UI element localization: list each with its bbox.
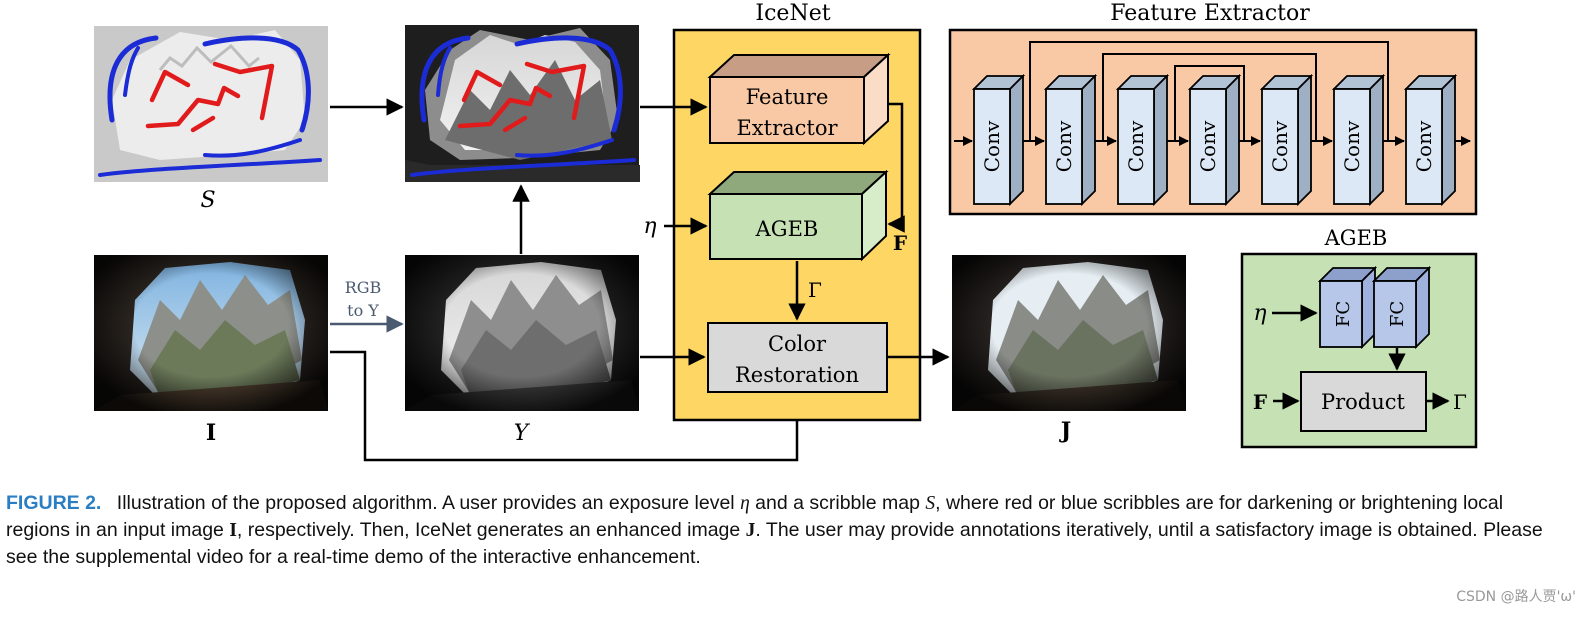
color-restoration-box [707,322,888,393]
conv-block: Conv [1043,73,1098,207]
caption-label: FIGURE 2. [6,492,102,514]
watermark: CSDN @路人贾'ω' [1456,589,1576,605]
icenet-title: IceNet [755,1,830,26]
conv-block: Conv [1403,73,1458,207]
input-image [94,255,328,411]
ageb-panel-gamma: Γ [1453,390,1467,414]
arrow-i-skip [330,350,806,462]
rgb-label-line2: to Y [347,301,379,320]
ageb-panel-eta: η [1253,301,1266,326]
label-eta: η [643,214,656,239]
conv-block: Conv [1259,73,1314,207]
algorithm-diagram: S I Y RGB to Y [94,1,1478,462]
conv-block: Conv [971,73,1026,207]
grayscale-scribbled-image [405,25,640,182]
feature-extractor-label-1: Feature [746,85,829,109]
skip-connection-middle [1102,53,1317,141]
color-restoration-label-2: Restoration [735,363,859,387]
caption-text-2: and a scribble map [755,492,920,514]
caption-i: I [229,520,237,541]
rgb-label-line1: RGB [345,278,382,297]
label-i: I [206,420,216,446]
skip-connection-inner [1174,65,1245,141]
skip-connection-outer [1029,41,1389,141]
ageb-label: AGEB [755,217,819,241]
conv-block: Conv [1115,73,1170,207]
arrow-fe-to-ageb [887,102,905,233]
caption-j: J [745,520,756,541]
conv-label: Conv [1196,120,1220,172]
grayscale-image [405,255,639,411]
caption-text-3: , where red or blue scribbles are for da… [6,492,1504,541]
scribble-map-image [94,26,328,182]
caption-text-1: Illustration of the proposed algorithm. … [116,492,735,514]
conv-label: Conv [1268,120,1292,172]
product-box [1300,371,1427,432]
product-label: Product [1321,390,1406,414]
color-restoration-label-1: Color [768,332,827,356]
feature-extractor-panel-title: Feature Extractor [1110,1,1310,26]
feature-extractor-box [707,52,891,146]
ageb-box [707,169,889,262]
caption-text-5: . The user may provide annotations itera… [6,519,1543,568]
ageb-panel-f: F [1253,390,1267,414]
label-gamma: Γ [808,278,822,302]
conv-label: Conv [980,120,1004,172]
conv-block: Conv [1187,73,1242,207]
fc-label-2: FC [1387,301,1408,327]
label-y: Y [514,421,531,446]
ageb-panel-title: AGEB [1324,226,1388,250]
label-j: J [1059,418,1071,444]
caption-eta: η [740,493,750,514]
label-f: F [893,231,907,255]
output-image [952,255,1186,411]
fc-label-1: FC [1333,301,1354,327]
feature-extractor-label-2: Extractor [736,116,838,140]
fc-block-1 [1317,265,1378,350]
caption-text-4: , respectively. Then, IceNet generates a… [236,519,741,541]
conv-label: Conv [1340,120,1364,172]
conv-block: Conv [1331,73,1386,207]
caption-s: S [925,493,936,514]
label-s: S [200,188,215,213]
conv-label: Conv [1052,120,1076,172]
fc-block-2 [1371,265,1432,350]
conv-label: Conv [1412,120,1436,172]
conv-label: Conv [1124,120,1148,172]
figure-caption: FIGURE 2. Illustration of the proposed a… [6,490,1566,570]
conv-chain: Conv Conv Conv Conv Conv Conv Conv [954,73,1471,207]
